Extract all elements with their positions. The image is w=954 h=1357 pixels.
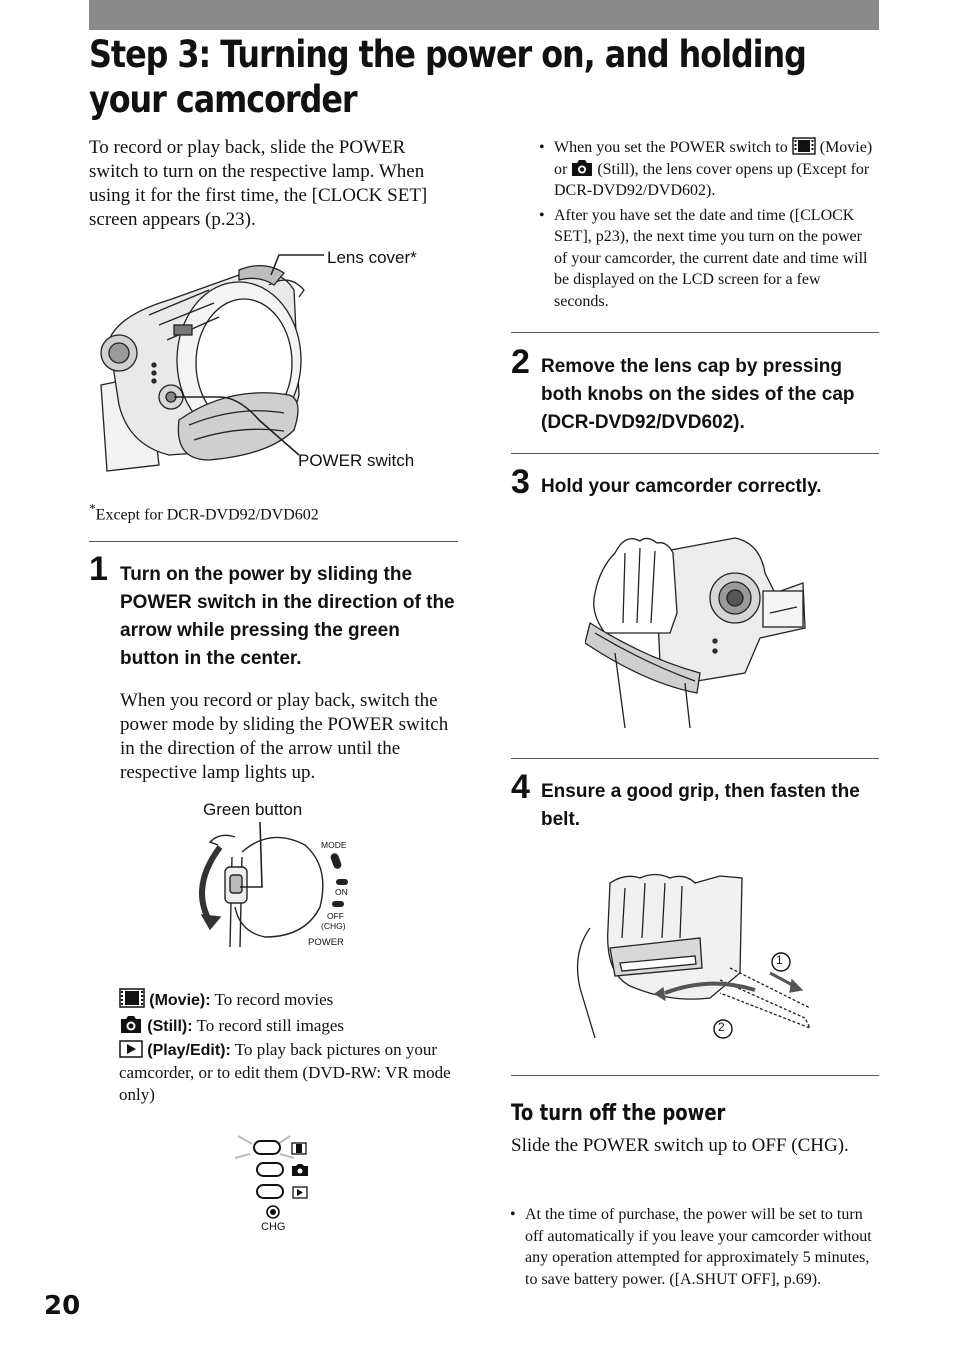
- footnote-mark: *: [89, 501, 96, 516]
- fasten-belt-illustration: [576, 873, 812, 1039]
- step-1-number: 1: [89, 550, 108, 588]
- power-switch-label: POWER switch: [298, 451, 415, 470]
- fasten-belt-figure: 1 2: [570, 868, 820, 1043]
- mode-lamps-figure: CHG: [230, 1128, 340, 1238]
- movie-icon: [792, 137, 816, 155]
- off-label: OFF: [327, 911, 344, 921]
- still-camera-icon: [572, 159, 593, 176]
- still-camera-icon: [121, 1016, 141, 1033]
- step-4-heading: Ensure a good grip, then fasten the belt…: [541, 781, 860, 830]
- camcorder-figure: Lens cover* POWER switch: [89, 245, 459, 485]
- holding-camcorder-illustration: [585, 537, 806, 729]
- green-button-label: Green button: [203, 800, 303, 819]
- lens-cover-label: Lens cover*: [327, 248, 417, 267]
- chg-paren-label: (CHG): [321, 921, 346, 931]
- chg-lamp-label: CHG: [261, 1221, 286, 1233]
- mode-movie: (Movie): To record movies: [119, 987, 459, 1013]
- play-edit-icon: [119, 1040, 143, 1058]
- mode-lamps-illustration: [234, 1135, 308, 1219]
- turn-off-heading: To turn off the power: [511, 1101, 726, 1126]
- step-1-heading: Turn on the power by sliding the POWER s…: [120, 564, 455, 669]
- turn-off-note: At the time of purchase, the power will …: [510, 1204, 879, 1290]
- step-2-number: 2: [511, 343, 530, 381]
- power-label: POWER: [308, 937, 344, 948]
- turn-off-body: Slide the POWER switch up to OFF (CHG).: [511, 1135, 849, 1156]
- step-3-number: 3: [511, 463, 530, 501]
- power-dial-figure: Green button MODE ON OFF (CHG) POWER: [180, 797, 380, 957]
- step-2-heading: Remove the lens cap by pressing both kno…: [541, 356, 855, 433]
- mode-label: MODE: [321, 840, 347, 850]
- mode-still: (Still): To record still images: [119, 1013, 459, 1039]
- divider: [511, 1075, 879, 1076]
- page-title: Step 3: Turning the power on, and holdin…: [89, 33, 807, 121]
- divider: [511, 332, 879, 333]
- movie-icon: [119, 988, 145, 1008]
- step-1-body: When you record or play back, switch the…: [120, 690, 449, 783]
- callout-2: 2: [718, 1020, 725, 1034]
- step-3-heading: Hold your camcorder correctly.: [541, 476, 822, 497]
- holding-camcorder-figure: [585, 533, 810, 733]
- mode-play-edit: (Play/Edit): To play back pictures on yo…: [119, 1040, 451, 1104]
- divider: [511, 758, 879, 759]
- notes-list: When you set the POWER switch to (Movie)…: [539, 137, 879, 312]
- step-4-number: 4: [511, 768, 530, 806]
- intro-paragraph: To record or play back, slide the POWER …: [89, 137, 428, 230]
- page-number: 20: [44, 1291, 81, 1321]
- header-bar: [89, 0, 879, 30]
- callout-1: 1: [776, 953, 783, 967]
- camcorder-illustration: [100, 254, 324, 472]
- mode-descriptions: (Movie): To record movies (Still): To re…: [119, 987, 459, 1106]
- on-label: ON: [335, 887, 348, 897]
- note-lens-cover: When you set the POWER switch to (Movie)…: [539, 137, 879, 202]
- power-dial-illustration: [199, 821, 348, 948]
- divider: [511, 453, 879, 454]
- note-clock-set: After you have set the date and time ([C…: [539, 205, 879, 313]
- divider: [89, 541, 458, 542]
- footnote: *Except for DCR-DVD92/DVD602: [89, 501, 319, 524]
